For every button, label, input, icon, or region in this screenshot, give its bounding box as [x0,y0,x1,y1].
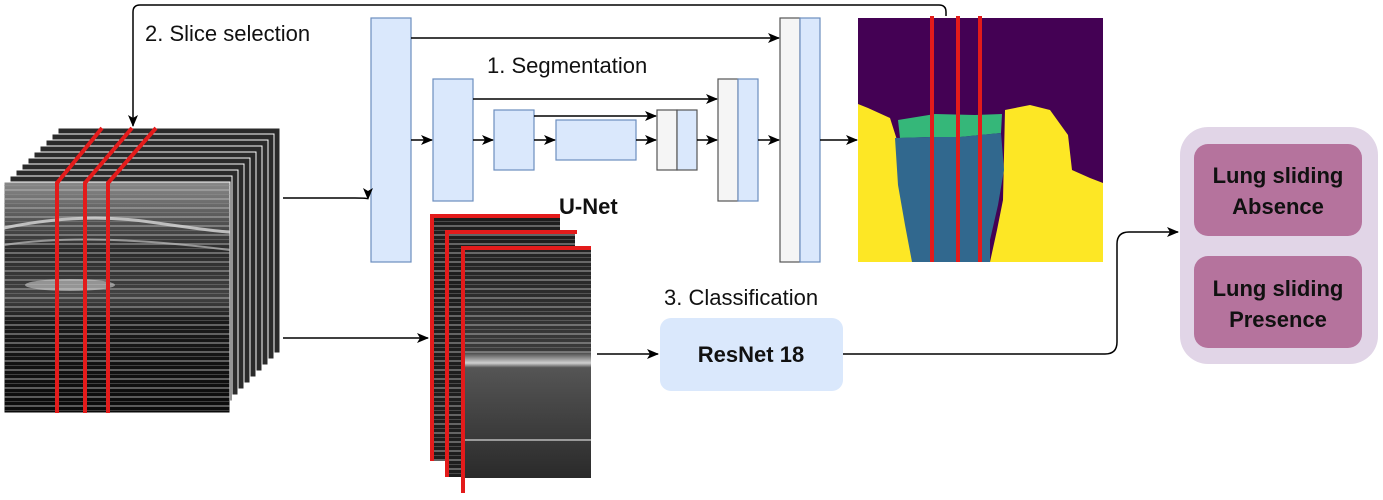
output-absence-line2: Absence [1232,194,1324,219]
output-presence-box [1194,256,1362,348]
unet-architecture [370,17,858,263]
encoder-block-2 [432,78,474,202]
slice-selection-arrow [128,4,947,127]
output-absence-line1: Lung sliding [1213,163,1344,188]
output-absence-box [1194,144,1362,236]
resnet-label: ResNet 18 [698,342,804,367]
ultrasound-volume-stack [3,127,281,414]
volume-slice-lines [55,126,158,413]
unet-label: U-Net [559,194,618,219]
mmode-image-stack [432,216,591,478]
decoder-block-1 [779,17,821,263]
decoder-block-2 [717,78,759,202]
classification-label: 3. Classification [664,285,818,310]
encoder-block-1 [370,17,412,263]
volume-to-unet-arrow [283,187,373,200]
encoder-block-3 [493,109,535,171]
resnet-to-output-arrow [843,227,1179,355]
resnet-box [660,318,843,391]
bottleneck-block [555,119,637,161]
decoder-block-3 [656,109,698,171]
output-presence-line1: Lung sliding [1213,276,1344,301]
mmode-red-edges [430,214,591,493]
unet-arrows [411,33,858,145]
mask-slice-lines [930,16,982,262]
slice-selection-label: 2. Slice selection [145,21,310,46]
segmentation-label: 1. Segmentation [487,53,647,78]
output-presence-line2: Presence [1229,307,1327,332]
